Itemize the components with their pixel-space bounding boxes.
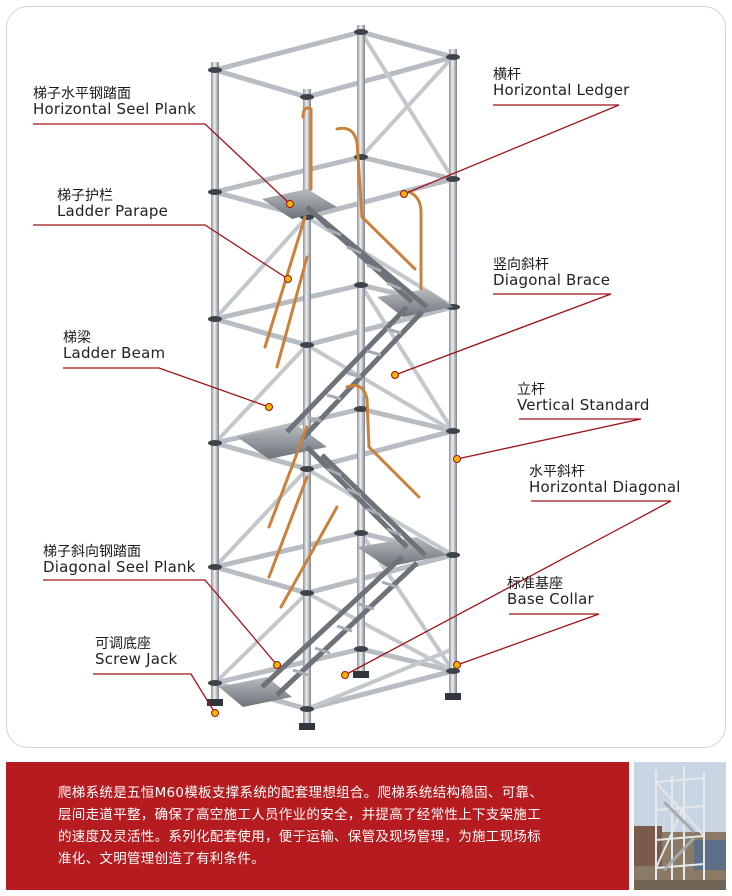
site-photo-scaffold-stair-tower: [634, 762, 726, 890]
callout-diagonal-brace: 竖向斜杆 Diagonal Brace: [493, 258, 610, 288]
callout-screw-jack: 可调底座 Screw Jack: [95, 637, 177, 667]
site-photo-image: [634, 762, 726, 890]
callout-en: Ladder Beam: [63, 343, 166, 362]
callout-zh: 竖向斜杆: [493, 257, 549, 273]
callout-zh: 梯梁: [63, 330, 91, 346]
callout-en: Diagonal Seel Plank: [43, 557, 196, 576]
callout-zh: 梯子护栏: [57, 188, 113, 204]
callout-diagonal-seel-plank: 梯子斜向钢踏面 Diagonal Seel Plank: [43, 545, 196, 575]
callout-base-collar: 标准基座 Base Collar: [507, 577, 594, 607]
leader-lines: [33, 104, 672, 714]
callout-zh: 可调底座: [95, 636, 151, 652]
callout-zh: 梯子斜向钢踏面: [43, 544, 141, 560]
callout-en: Horizontal Ledger: [493, 80, 630, 99]
stair-treads: [292, 227, 402, 677]
description-line: 准化、文明管理创造了有利条件。: [58, 851, 265, 867]
stair-tower-scaffold-illustration: [33, 25, 672, 730]
description-panel: 爬梯系统是五恒M60模板支撑系统的配套理想组合。爬梯系统结构稳固、可靠、 层间走…: [6, 762, 629, 890]
landing-planks: [219, 189, 453, 707]
leader-markers: [211, 190, 461, 717]
callout-zh: 横杆: [493, 67, 521, 83]
callout-en: Diagonal Brace: [493, 270, 611, 289]
description-line: 层间走道平整，确保了高空施工人员作业的安全，并提高了经常性上下支架施工: [58, 807, 541, 823]
callout-en: Base Collar: [507, 589, 594, 608]
callout-horizontal-seel-plank: 梯子水平钢踏面 Horizontal Seel Plank: [33, 87, 196, 117]
callout-en: Ladder Parape: [57, 201, 169, 220]
diagonal-braces: [213, 30, 455, 711]
callout-ladder-parape: 梯子护栏 Ladder Parape: [57, 189, 168, 219]
callout-en: Horizontal Seel Plank: [33, 99, 197, 118]
callout-en: Horizontal Diagonal: [529, 477, 681, 496]
callout-horizontal-ledger: 横杆 Horizontal Ledger: [493, 68, 630, 98]
diagram-card: 梯子水平钢踏面 Horizontal Seel Plank 梯子护栏 Ladde…: [6, 6, 726, 748]
ladder-handrails: [263, 106, 423, 609]
base-jacks: [207, 671, 461, 730]
callout-zh: 梯子水平钢踏面: [33, 86, 131, 102]
callout-zh: 水平斜杆: [529, 464, 585, 480]
callout-zh: 立杆: [517, 382, 545, 398]
description-line: 的速度及灵活性。系列化配套使用，便于运输、保管及现场管理，为施工现场标: [58, 829, 541, 845]
callout-zh: 标准基座: [507, 576, 563, 592]
callout-vertical-standard: 立杆 Vertical Standard: [517, 383, 650, 413]
description-line: 爬梯系统是五恒M60模板支撑系统的配套理想组合。爬梯系统结构稳固、可靠、: [58, 785, 544, 801]
callout-en: Vertical Standard: [517, 395, 650, 414]
callout-horizontal-diagonal: 水平斜杆 Horizontal Diagonal: [529, 465, 681, 495]
callout-ladder-beam: 梯梁 Ladder Beam: [63, 331, 165, 361]
callout-en: Screw Jack: [95, 649, 178, 668]
